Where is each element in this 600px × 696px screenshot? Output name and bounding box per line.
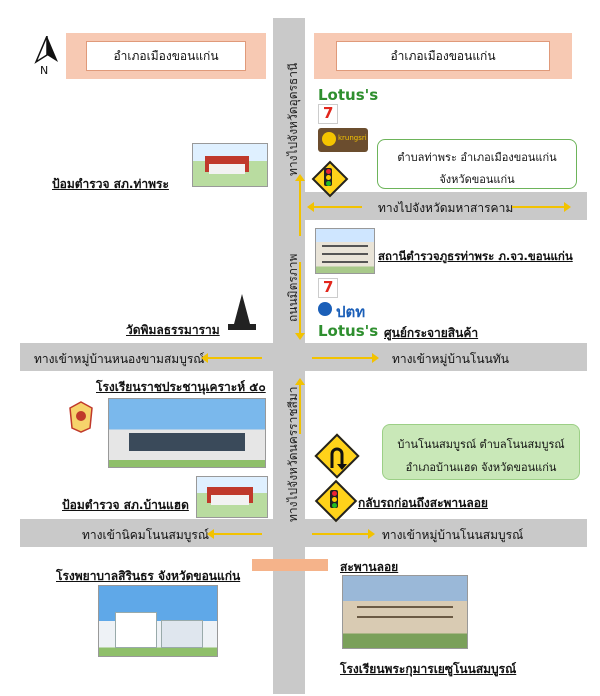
note-box-nonsomboon-line2: อำเภอบ้านแฮด จังหวัดขอนแก่น <box>405 461 557 474</box>
note-box-thaphra-line1: ตำบลท่าพระ อำเภอเมืองขอนแก่น <box>397 151 557 164</box>
road-label-nongkham: ทางเข้าหมู่บ้านหนองขามสมบูรณ์ <box>34 352 205 366</box>
arrow-right-icon <box>312 529 375 539</box>
seven-eleven-icon: 7 <box>318 278 338 298</box>
header-right-label: อำเภอเมืองขอนแก่น <box>336 41 550 71</box>
hospital-photo <box>98 585 218 657</box>
police-banhaet-photo <box>196 476 268 518</box>
wat-label: วัดพิมลธรรมาราม <box>126 323 220 337</box>
police-thaphra-photo <box>192 143 268 187</box>
arrow-up-icon <box>295 174 305 236</box>
north-arrow-icon <box>32 35 62 70</box>
hospital-label: โรงพยาบาลสิรินธร จังหวัดขอนแก่น <box>56 569 241 583</box>
road-label-mahasarakham: ทางไปจังหวัดมหาสารคาม <box>378 201 514 215</box>
station-thaphra-label: สถานีตำรวจภูธรท่าพระ ภ.จว.ขอนแก่น <box>378 249 573 263</box>
arrow-down-icon <box>295 262 305 340</box>
school-yesu-label: โรงเรียนพระกุมารเยซูโนนสมบูรณ์ <box>340 662 517 676</box>
bank-logo-label: krungsri <box>338 134 367 142</box>
seven-eleven-icon: 7 <box>318 104 338 124</box>
header-left: อำเภอเมืองขอนแก่น <box>66 33 266 79</box>
seven-eleven-label: 7 <box>323 104 334 122</box>
arrow-right-icon <box>512 202 571 212</box>
uturn-label: กลับรถก่อนถึงสะพานลอย <box>358 496 488 510</box>
note-box-thaphra-line2: จังหวัดขอนแก่น <box>439 173 515 186</box>
road-nongkham-nonthan <box>20 343 587 371</box>
bank-logo-icon: krungsri <box>318 128 368 152</box>
note-box-thaphra: ตำบลท่าพระ อำเภอเมืองขอนแก่น จังหวัดขอนแ… <box>377 139 577 189</box>
station-thaphra-photo <box>315 228 375 274</box>
road-label-nonsomboon: ทางเข้าหมู่บ้านโนนสมบูรณ์ <box>382 528 524 542</box>
arrow-up-icon <box>295 378 305 434</box>
road-label-udon: ทางไปจังหวัดอุดรธานี <box>286 62 300 176</box>
seven-eleven-label: 7 <box>323 278 334 296</box>
road-label-nonthan: ทางเข้าหมู่บ้านโนนทัน <box>392 352 509 366</box>
traffic-light-icon <box>324 168 332 186</box>
wat-photo <box>220 294 264 332</box>
road-nonsomboon <box>20 519 587 547</box>
note-box-nonsomboon: บ้านโนนสมบูรณ์ ตำบลโนนสมบูรณ์ อำเภอบ้านแ… <box>382 424 580 480</box>
note-box-nonsomboon-line1: บ้านโนนสมบูรณ์ ตำบลโนนสมบูรณ์ <box>397 438 565 451</box>
road-label-nikhom: ทางเข้านิคมโนนสมบูรณ์ <box>82 528 209 542</box>
dist-center-label: ศูนย์กระจายสินค้า <box>384 326 479 340</box>
overpass-label: สะพานลอย <box>340 560 399 574</box>
school-rajprachanu-label: โรงเรียนราชประชานุเคราะห์ ๕๐ <box>96 380 266 394</box>
arrow-left-icon <box>207 529 262 539</box>
ptt-logo-icon <box>318 302 332 316</box>
police-thaphra-label: ป้อมตำรวจ สภ.ท่าพระ <box>52 177 169 191</box>
arrow-left-icon <box>201 353 262 363</box>
arrow-right-icon <box>312 353 379 363</box>
lotus-logo: Lotus's <box>318 86 379 104</box>
traffic-light-icon <box>330 490 338 508</box>
overpass-bar <box>252 559 328 571</box>
uturn-arrow-icon <box>325 444 349 472</box>
police-banhaet-label: ป้อมตำรวจ สภ.บ้านแฮด <box>62 498 189 512</box>
school-yesu-photo <box>342 575 468 649</box>
lotus-logo-2: Lotus's <box>318 322 379 340</box>
arrow-left-icon <box>307 202 362 212</box>
north-label: N <box>40 64 49 77</box>
school-rajprachanu-photo <box>108 398 266 468</box>
ptt-label: ปตท <box>336 303 366 321</box>
header-left-label: อำเภอเมืองขอนแก่น <box>86 41 246 71</box>
header-right: อำเภอเมืองขอนแก่น <box>314 33 572 79</box>
school-emblem-icon <box>68 400 94 434</box>
